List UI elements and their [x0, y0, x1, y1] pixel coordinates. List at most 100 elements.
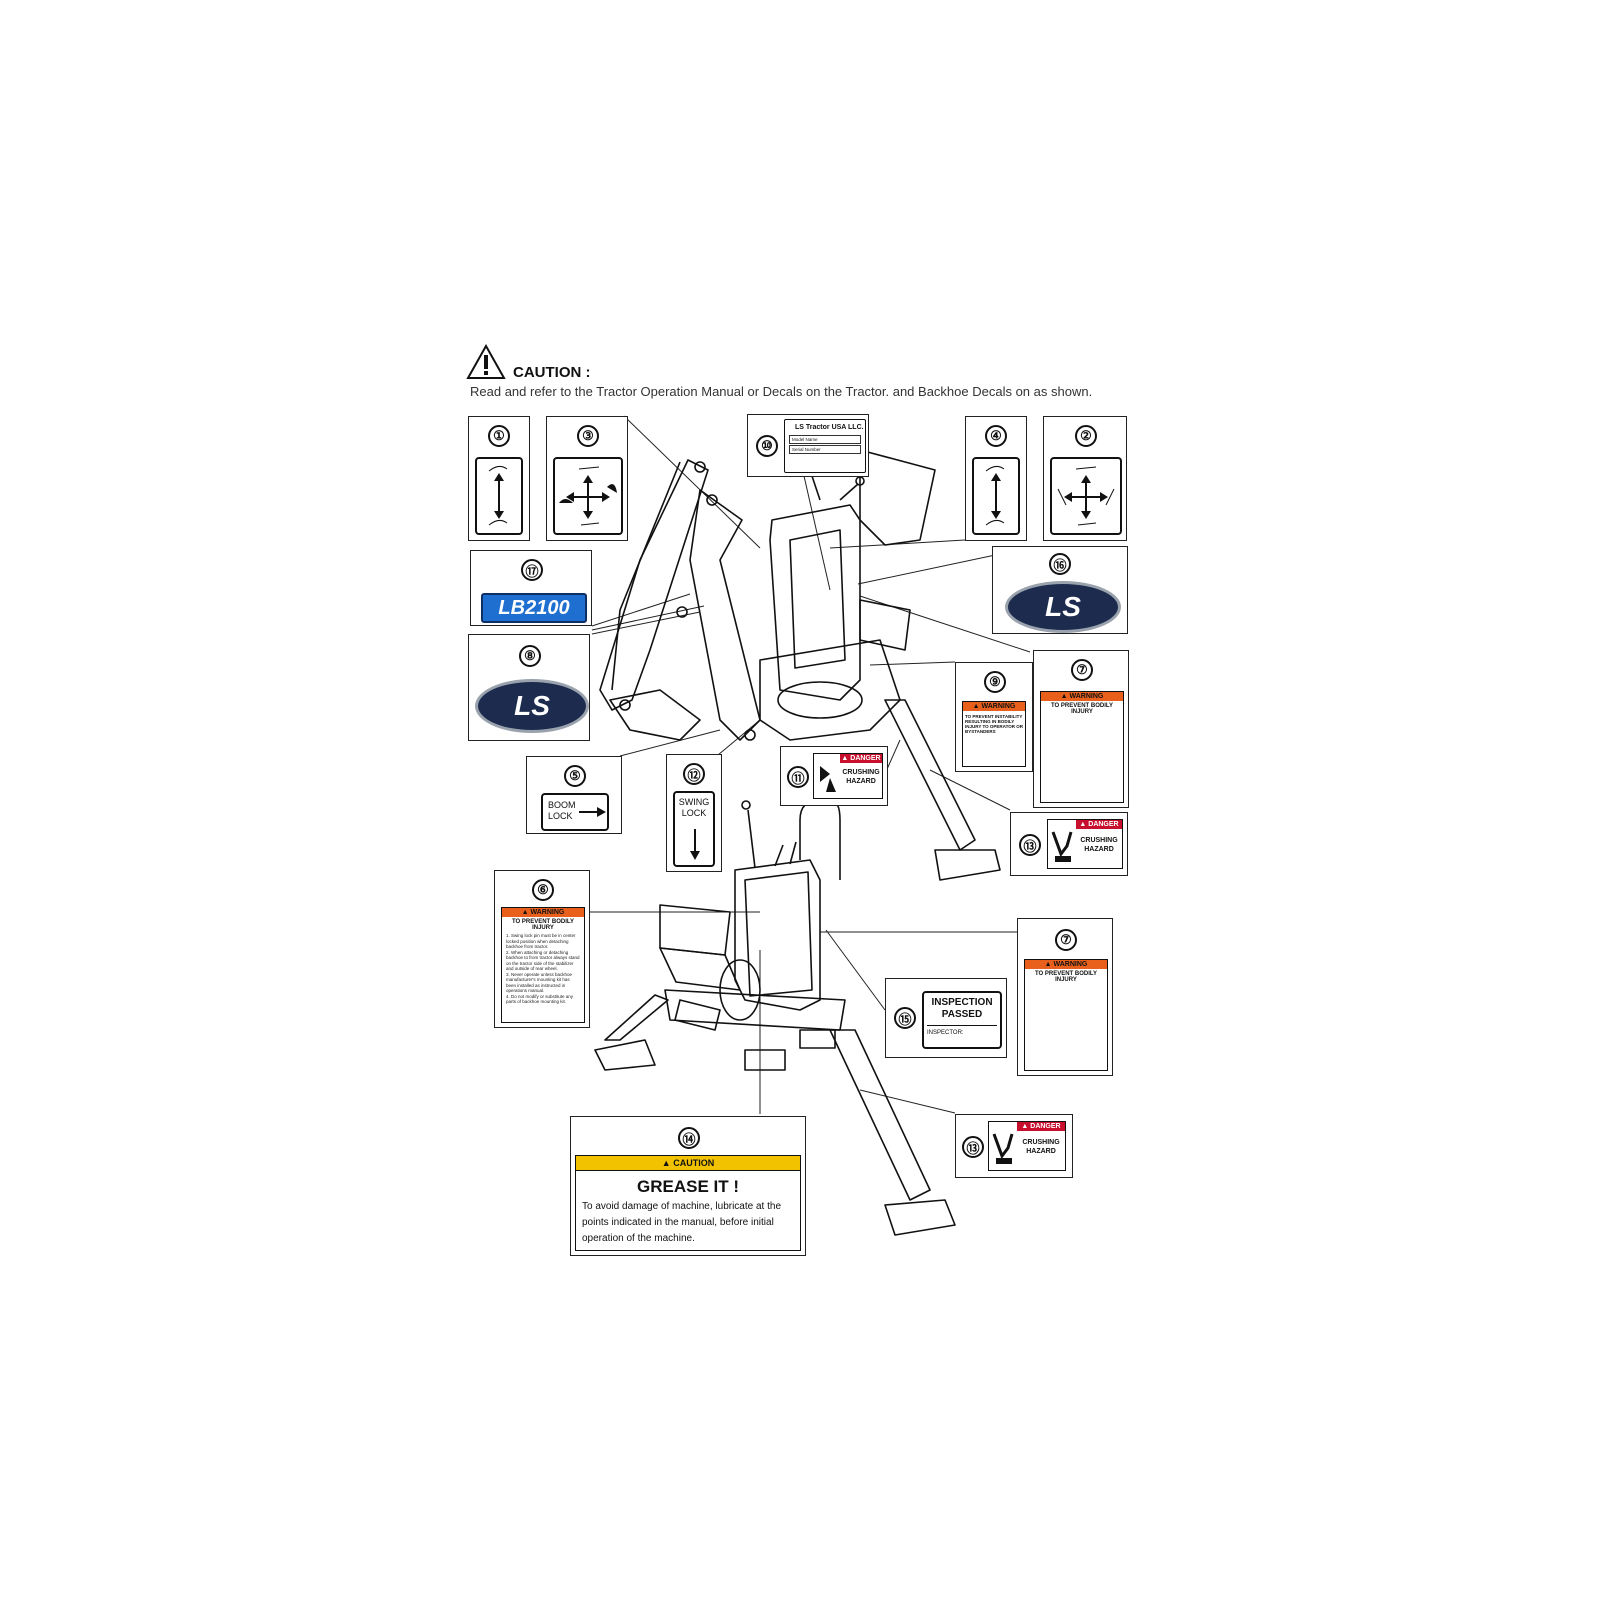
arrow-down-icon [690, 829, 700, 860]
crushing-hazard-text: CRUSHING HAZARD [840, 768, 882, 786]
callout-number: ③ [577, 425, 599, 447]
swing-lock-text: SWING LOCK [675, 797, 713, 819]
danger-header: ▲ DANGER [1076, 820, 1122, 829]
decal-box-11: ⑪ ▲ DANGER CRUSHING HAZARD [780, 746, 888, 806]
arrow-right-icon [579, 807, 606, 817]
decal-box-13-upper: ⑬ ▲ DANGER CRUSHING HAZARD [1010, 812, 1128, 876]
boom-lock-line1: BOOM [548, 800, 576, 810]
foot-crush-icon [1051, 831, 1073, 862]
grease-body: To avoid damage of machine, lubricate at… [582, 1201, 782, 1244]
crushing-hazard-text: CRUSHING HAZARD [1076, 836, 1122, 854]
plate-model-label: Model Name [789, 435, 861, 444]
warning-header: ▲ WARNING [963, 702, 1025, 711]
warning-header: ▲ WARNING [502, 908, 584, 917]
callout-number: ⑦ [1071, 659, 1093, 681]
decal-13-crushing-hazard: ▲ DANGER CRUSHING HAZARD [1047, 819, 1123, 869]
callout-number: ④ [985, 425, 1007, 447]
decal-7-bodily-injury-warning: ▲ WARNING TO PREVENT BODILY INJURY [1040, 691, 1124, 803]
decal-box-4: ④ [965, 416, 1027, 541]
foot-crush-icon [992, 1133, 1014, 1164]
decal-2-dipper-control [1050, 457, 1122, 535]
decal-5-boom-lock: BOOM LOCK [541, 793, 609, 831]
callout-number: ⑬ [1019, 834, 1041, 856]
decal-1-boom-control [475, 457, 523, 535]
caution-header: ▲ CAUTION [576, 1156, 800, 1171]
decal-7-bodily-injury-warning: ▲ WARNING TO PREVENT BODILY INJURY [1024, 959, 1108, 1071]
decal-box-1: ① [468, 416, 530, 541]
callout-number: ⑥ [532, 879, 554, 901]
hazard-line2: HAZARD [846, 778, 876, 785]
decal-box-3: ③ [546, 416, 628, 541]
inspection-line2: PASSED [941, 1009, 983, 1020]
warning-item: 4. Do not modify or substitute any parts… [506, 993, 574, 1005]
caution-triangle-icon [466, 344, 506, 379]
callout-number: ⑬ [962, 1136, 984, 1158]
four-way-arrow-icon [559, 466, 617, 526]
decal-box-9: ⑨ ▲ WARNING TO PREVENT INSTABILITY RESUL… [955, 662, 1033, 772]
crushing-hazard-text: CRUSHING HAZARD [1017, 1138, 1065, 1156]
decal-11-crushing-hazard: ▲ DANGER CRUSHING HAZARD [813, 753, 883, 799]
plate-serial-label: Serial Number [789, 445, 861, 454]
plate-brand: LS Tractor USA LLC. [795, 424, 864, 431]
hazard-line2: HAZARD [1026, 1148, 1056, 1155]
arrow-up-down-icon [488, 465, 508, 526]
warning-header: ▲ WARNING [1025, 960, 1107, 969]
danger-header: ▲ DANGER [840, 754, 882, 763]
warning-item: 2. When attaching or detaching backhoe t… [506, 949, 580, 972]
decal-box-12: ⑫ SWING LOCK [666, 754, 722, 872]
decal-12-swing-lock: SWING LOCK [673, 791, 715, 867]
decal-box-5: ⑤ BOOM LOCK [526, 756, 622, 834]
callout-number: ⑤ [564, 765, 586, 787]
swing-lock-line1: SWING [678, 797, 710, 807]
decal-8-ls-logo: LS [475, 679, 589, 733]
callout-number: ⑧ [519, 645, 541, 667]
inspection-line1: INSPECTION [931, 997, 993, 1008]
decal-13-crushing-hazard: ▲ DANGER CRUSHING HAZARD [988, 1121, 1066, 1171]
decal-4-swing-control [972, 457, 1020, 535]
callout-number: ⑰ [521, 559, 543, 581]
decal-15-inspection-passed: INSPECTION PASSED INSPECTOR: [922, 991, 1002, 1049]
hazard-line1: CRUSHING [842, 769, 880, 776]
callout-number: ⑭ [678, 1127, 700, 1149]
decal-box-8: ⑧ LS [468, 634, 590, 741]
callout-number: ① [488, 425, 510, 447]
grease-title: GREASE IT ! [636, 1177, 739, 1196]
hazard-line2: HAZARD [1084, 846, 1114, 853]
decal-box-13-lower: ⑬ ▲ DANGER CRUSHING HAZARD [955, 1114, 1073, 1178]
boom-lock-text: BOOM LOCK [548, 800, 576, 822]
decal-box-16: ⑯ LS [992, 546, 1128, 634]
decal-box-17: ⑰ LB2100 [470, 550, 592, 626]
warning-items: 1. Swing lock pin must be in center lock… [502, 931, 584, 1007]
decal-box-10: ⑩ LS Tractor USA LLC. Model Name Serial … [747, 414, 869, 477]
crushing-hazard-icon [820, 766, 836, 792]
warning-subtitle: TO PREVENT BODILY INJURY [1050, 703, 1113, 715]
decal-box-6: ⑥ ▲ WARNING TO PREVENT BODILY INJURY 1. … [494, 870, 590, 1028]
warning-subtitle: TO PREVENT BODILY INJURY [511, 919, 574, 931]
danger-header: ▲ DANGER [1017, 1122, 1065, 1131]
decal-box-7-upper: ⑦ ▲ WARNING TO PREVENT BODILY INJURY [1033, 650, 1129, 808]
callout-number: ② [1075, 425, 1097, 447]
warning-header: ▲ WARNING [1041, 692, 1123, 701]
swing-lock-line2: LOCK [681, 808, 707, 818]
decal-6-bodily-injury-warning: ▲ WARNING TO PREVENT BODILY INJURY 1. Sw… [501, 907, 585, 1023]
inspector-label: INSPECTOR: [927, 1025, 997, 1036]
decal-14-grease-caution: ▲ CAUTION GREASE IT ! To avoid damage of… [575, 1155, 801, 1251]
caution-label: CAUTION : [513, 364, 591, 381]
hazard-line1: CRUSHING [1080, 837, 1118, 844]
callout-number: ⑨ [984, 671, 1006, 693]
warning-item: 1. Swing lock pin must be in center lock… [506, 933, 576, 949]
caution-text: Read and refer to the Tractor Operation … [470, 384, 1093, 399]
inspection-text: INSPECTION PASSED [924, 997, 1000, 1021]
four-way-arrow-icon [1057, 466, 1115, 526]
decal-box-15: ⑮ INSPECTION PASSED INSPECTOR: [885, 978, 1007, 1058]
decal-box-14: ⑭ ▲ CAUTION GREASE IT ! To avoid damage … [570, 1116, 806, 1256]
callout-number: ⑮ [894, 1007, 916, 1029]
decal-17-model-logo: LB2100 [481, 593, 587, 623]
hazard-line1: CRUSHING [1022, 1139, 1060, 1146]
callout-number: ⑩ [756, 435, 778, 457]
decal-box-2: ② [1043, 416, 1127, 541]
boom-lock-line2: LOCK [548, 811, 573, 821]
warning-subtitle: TO PREVENT BODILY INJURY [1034, 971, 1097, 983]
decal-10-serial-plate: LS Tractor USA LLC. Model Name Serial Nu… [784, 419, 866, 473]
